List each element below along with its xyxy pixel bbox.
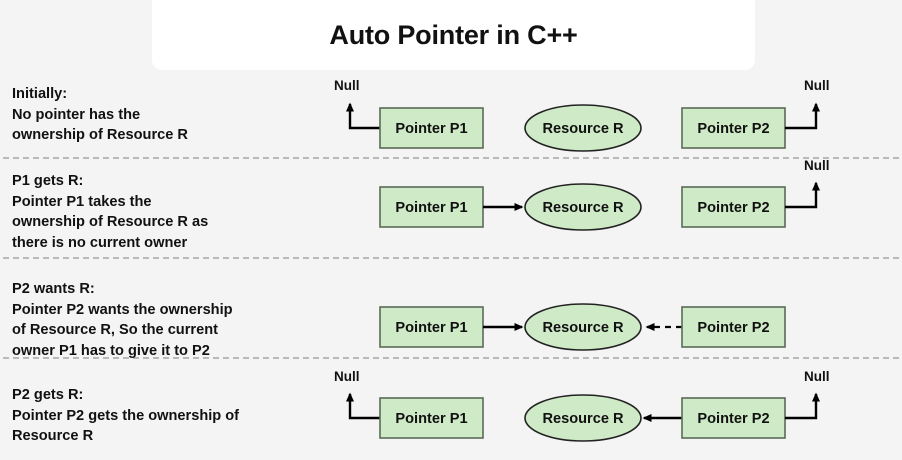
p1-null-arrow <box>346 102 380 130</box>
row-diagram: Null Pointer P1 Resource R Pointer P2 Nu… <box>322 72 902 158</box>
caption-line: P2 gets R: <box>12 387 84 403</box>
row-caption: P1 gets R: Pointer P1 takes the ownershi… <box>12 171 322 253</box>
p2-null-arrow <box>785 181 820 209</box>
node-pointer-p2[interactable]: Pointer P2 <box>681 306 786 348</box>
caption-line: ownership of Resource R <box>12 127 188 143</box>
p2-null-arrow <box>785 102 820 130</box>
caption-line: Initially: <box>12 86 68 102</box>
row-divider <box>3 257 899 259</box>
p1-null-label: Null <box>334 369 360 384</box>
caption-line: ownership of Resource R as <box>12 214 209 230</box>
diagram-row-initially: Initially: No pointer has the ownership … <box>0 72 902 158</box>
node-label: Resource R <box>542 411 624 427</box>
node-label: Resource R <box>542 200 624 216</box>
node-pointer-p1[interactable]: Pointer P1 <box>379 306 484 348</box>
row-divider <box>3 157 899 159</box>
node-label: Pointer P1 <box>395 411 467 427</box>
row-divider <box>3 357 899 359</box>
p1-null-arrow <box>346 392 380 420</box>
node-resource-r[interactable]: Resource R <box>524 303 642 351</box>
node-pointer-p2[interactable]: Pointer P2 <box>681 397 786 439</box>
node-pointer-p2[interactable]: Pointer P2 <box>681 107 786 149</box>
node-pointer-p1[interactable]: Pointer P1 <box>379 107 484 149</box>
row-caption: Initially: No pointer has the ownership … <box>12 84 322 146</box>
node-label: Pointer P1 <box>395 320 467 336</box>
row-diagram: Pointer P1 Resource R Pointer P2 Null <box>322 159 902 258</box>
caption-line: of Resource R, So the current <box>12 322 218 338</box>
p2-null-arrow <box>785 392 820 420</box>
node-pointer-p2[interactable]: Pointer P2 <box>681 186 786 228</box>
caption-line: owner P1 has to give it to P2 <box>12 342 210 359</box>
node-pointer-p1[interactable]: Pointer P1 <box>379 186 484 228</box>
caption-line: Pointer P1 takes the <box>12 193 152 210</box>
row-caption: P2 wants R: Pointer P2 wants the ownersh… <box>12 279 322 361</box>
node-label: Pointer P2 <box>697 411 769 427</box>
header-panel: Auto Pointer in C++ <box>152 0 755 70</box>
node-label: Pointer P1 <box>395 121 467 137</box>
node-label: Pointer P2 <box>697 200 769 216</box>
diagram-row-p1-gets-r: P1 gets R: Pointer P1 takes the ownershi… <box>0 159 902 258</box>
row-diagram: Null Pointer P1 Resource R Pointer P2 <box>322 359 902 460</box>
node-resource-r[interactable]: Resource R <box>524 104 642 152</box>
node-resource-r[interactable]: Resource R <box>524 183 642 231</box>
caption-line: there is no current owner <box>12 234 188 251</box>
caption-line: Pointer P2 wants the ownership <box>12 301 233 318</box>
p2-null-label: Null <box>804 159 830 173</box>
node-label: Pointer P2 <box>697 121 769 137</box>
caption-line: Pointer P2 gets the ownership of <box>12 407 240 424</box>
diagram-row-p2-gets-r: P2 gets R: Pointer P2 gets the ownership… <box>0 359 902 460</box>
node-resource-r[interactable]: Resource R <box>524 394 642 442</box>
row-caption: P2 gets R: Pointer P2 gets the ownership… <box>12 385 322 447</box>
p2-null-label: Null <box>804 78 830 93</box>
diagram-row-p2-wants-r: P2 wants R: Pointer P2 wants the ownersh… <box>0 259 902 361</box>
node-label: Pointer P2 <box>697 320 769 336</box>
node-pointer-p1[interactable]: Pointer P1 <box>379 397 484 439</box>
caption-line: Resource R <box>12 428 94 444</box>
node-label: Pointer P1 <box>395 200 467 216</box>
p2-null-label: Null <box>804 369 830 384</box>
page-title: Auto Pointer in C++ <box>329 19 578 50</box>
node-label: Resource R <box>542 121 624 137</box>
caption-line: P2 wants R: <box>12 281 95 297</box>
node-label: Resource R <box>542 320 624 336</box>
p1-null-label: Null <box>334 78 360 93</box>
caption-line: No pointer has the <box>12 106 141 123</box>
caption-line: P1 gets R: <box>12 173 84 189</box>
row-diagram: Pointer P1 Resource R Pointer P2 <box>322 259 902 358</box>
